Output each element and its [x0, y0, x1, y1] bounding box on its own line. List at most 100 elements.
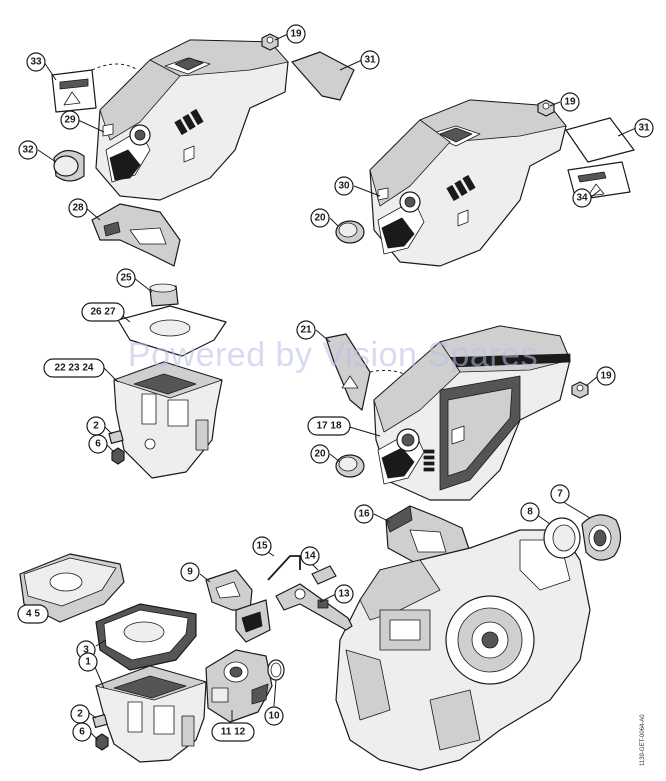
callout-7: 7	[550, 484, 570, 504]
callout-6a: 6	[88, 434, 108, 454]
callout-9: 9	[180, 562, 200, 582]
shroud-30-drawing	[369, 99, 567, 267]
svg-text:29: 29	[64, 115, 76, 126]
callout-13: 13	[334, 584, 354, 604]
svg-text:28: 28	[72, 203, 84, 214]
callout-32: 32	[18, 140, 38, 160]
callout-33: 33	[26, 52, 46, 72]
parts-2-6-lower	[92, 714, 109, 751]
callout-22-23-24: 22 23 24	[43, 358, 105, 378]
bracket-9	[205, 569, 271, 643]
svg-text:2: 2	[93, 421, 99, 432]
svg-text:4 5: 4 5	[26, 609, 40, 620]
callout-20a: 20	[310, 208, 330, 228]
crankcase	[335, 529, 591, 771]
shaft-13	[275, 583, 353, 631]
shroud-29-drawing	[51, 39, 289, 201]
callout-26-27: 26 27	[81, 302, 125, 322]
linkage-14	[311, 565, 337, 585]
decal-21	[325, 333, 371, 411]
svg-text:15: 15	[256, 541, 268, 552]
callout-2b: 2	[70, 704, 90, 724]
knob-32	[53, 149, 85, 182]
callout-20b: 20	[310, 444, 330, 464]
svg-text:8: 8	[527, 507, 533, 518]
filter-4-5	[19, 553, 125, 623]
svg-text:21: 21	[300, 325, 312, 336]
callout-19c: 19	[596, 366, 616, 386]
callout-19b: 19	[560, 92, 580, 112]
filter-26-27	[117, 305, 227, 357]
carburetor-11-12	[205, 649, 273, 723]
shroud-17-18-drawing	[373, 325, 571, 501]
callout-2a: 2	[86, 416, 106, 436]
callout-29: 29	[60, 110, 80, 130]
callout-17-18: 17 18	[307, 416, 351, 436]
screw-19-middle	[571, 381, 589, 399]
callout-15: 15	[252, 536, 272, 556]
svg-text:13: 13	[338, 589, 350, 600]
callout-16: 16	[354, 504, 374, 524]
screw-19-top	[261, 33, 279, 51]
svg-text:6: 6	[95, 439, 101, 450]
svg-text:7: 7	[557, 489, 563, 500]
knob-20-top	[335, 220, 365, 244]
svg-text:30: 30	[338, 181, 350, 192]
svg-text:10: 10	[268, 711, 280, 722]
svg-text:16: 16	[358, 509, 370, 520]
callout-34: 34	[572, 188, 592, 208]
callout-25: 25	[116, 268, 136, 288]
svg-text:31: 31	[364, 55, 376, 66]
callout-4-5: 4 5	[17, 604, 49, 624]
callout-31a: 31	[360, 50, 380, 70]
label-31-top	[291, 51, 355, 101]
housing-1	[95, 665, 207, 763]
svg-text:34: 34	[576, 193, 588, 204]
rod-15	[267, 555, 301, 581]
svg-text:22 23 24: 22 23 24	[55, 363, 94, 374]
callout-1: 1	[78, 652, 98, 672]
screw-19-right	[537, 99, 555, 117]
baffle-28	[91, 203, 181, 267]
svg-text:26 27: 26 27	[90, 307, 115, 318]
ring-8	[543, 517, 581, 559]
svg-text:19: 19	[564, 97, 576, 108]
drawing-code: 1139-GET-0064-A0	[640, 714, 646, 766]
svg-text:20: 20	[314, 449, 326, 460]
callout-30: 30	[334, 176, 354, 196]
svg-text:11 12: 11 12	[221, 727, 246, 738]
callout-19a: 19	[286, 24, 306, 44]
parts-2-6-upper	[108, 430, 125, 465]
svg-text:31: 31	[638, 123, 650, 134]
knob-20-middle	[335, 454, 365, 478]
svg-text:14: 14	[304, 551, 316, 562]
callout-14: 14	[300, 546, 320, 566]
svg-text:1: 1	[85, 657, 91, 668]
callout-21: 21	[296, 320, 316, 340]
callout-10: 10	[264, 706, 284, 726]
filter-3	[95, 603, 197, 671]
callout-28: 28	[68, 198, 88, 218]
housing-22-23-24	[113, 361, 223, 479]
svg-text:3: 3	[83, 645, 89, 656]
manifold-7	[581, 514, 622, 561]
svg-text:32: 32	[22, 145, 34, 156]
label-31-right	[565, 117, 635, 163]
callout-11-12: 11 12	[211, 722, 255, 742]
svg-text:19: 19	[600, 371, 612, 382]
svg-text:17 18: 17 18	[316, 421, 341, 432]
gasket-10	[267, 659, 285, 681]
svg-text:25: 25	[120, 273, 132, 284]
svg-text:6: 6	[79, 727, 85, 738]
callout-6b: 6	[72, 722, 92, 742]
svg-text:2: 2	[77, 709, 83, 720]
sleeve-25	[149, 283, 179, 307]
callout-31b: 31	[634, 118, 654, 138]
callout-8: 8	[520, 502, 540, 522]
svg-text:20: 20	[314, 213, 326, 224]
svg-text:33: 33	[30, 57, 42, 68]
svg-text:9: 9	[187, 567, 193, 578]
svg-text:19: 19	[290, 29, 302, 40]
leader-lines	[37, 33, 637, 741]
